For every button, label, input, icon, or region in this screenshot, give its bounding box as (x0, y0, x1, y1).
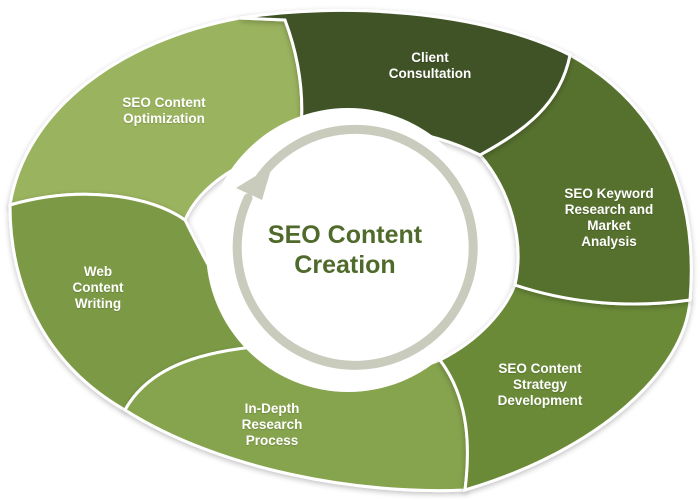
label-in-depth-research-process: In-Depth Research Process (241, 401, 303, 448)
label-seo-content-optimization: SEO Content Optimization (122, 95, 206, 126)
label-seo-keyword-research: SEO Keyword Research and Market Analysis (564, 186, 654, 249)
cycle-arrow-ring (232, 124, 478, 370)
label-web-content-writing: Web Content Writing (72, 264, 124, 311)
label-seo-content-strategy-development: SEO Content Strategy Development (497, 361, 583, 408)
cycle-arrowhead-icon (236, 166, 272, 200)
center-circle (206, 108, 490, 392)
segment-seo-content-strategy-development (437, 283, 692, 493)
segment-seo-keyword-research (477, 52, 693, 306)
label-client-consultation: Client Consultation (388, 50, 472, 81)
center-title: SEO Content Creation (267, 221, 423, 279)
